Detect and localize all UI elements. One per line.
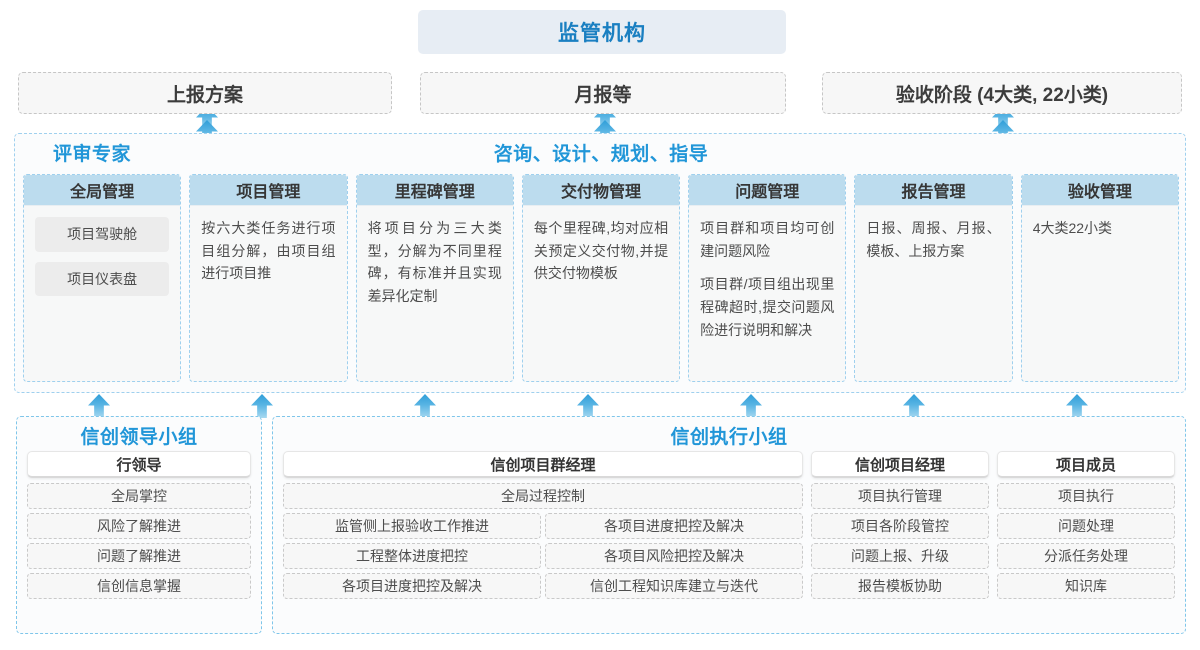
lane-program-manager: 信创项目群经理 全局过程控制 监管侧上报验收工作推进 各项目进度把控及解决 工程… — [283, 451, 803, 599]
list-item[interactable]: 信创工程知识库建立与迭代 — [545, 573, 803, 599]
column-header: 报告管理 — [855, 175, 1012, 206]
arrow-up-icon-bottom-to-col-1 — [88, 394, 110, 418]
list-item[interactable]: 工程整体进度把控 — [283, 543, 541, 569]
list-item[interactable]: 各项目风险把控及解决 — [545, 543, 803, 569]
column-body: 项目群和项目均可创建问题风险 项目群/项目组出现里程碑超时,提交问题风险进行说明… — [689, 206, 845, 341]
column-paragraph: 日报、周报、月报、模板、上报方案 — [866, 220, 1001, 259]
regulator-label: 监管机构 — [558, 22, 646, 45]
chip-item[interactable]: 项目驾驶舱 — [35, 217, 170, 252]
project-member-duty-list: 项目执行 问题处理 分派任务处理 知识库 — [997, 483, 1175, 599]
role-title-row: 评审专家 咨询、设计、规划、指导 — [15, 134, 1185, 168]
capability-column-project-management[interactable]: 项目管理 按六大类任务进行项目组分解，由项目组进行项目推 — [189, 174, 348, 382]
column-body: 将项目分为三大类型，分解为不同里程碑，有标准并且实现差异化定制 — [357, 206, 513, 308]
top-box-monthly-report: 月报等 — [420, 72, 786, 114]
column-body: 每个里程碑,均对应相关预定义交付物,并提供交付物模板 — [523, 206, 679, 285]
execution-group-panel: 信创执行小组 信创项目群经理 全局过程控制 监管侧上报验收工作推进 各项目进度把… — [272, 416, 1186, 634]
list-item[interactable]: 全局掌控 — [27, 483, 251, 509]
platform-capability-panel: 评审专家 咨询、设计、规划、指导 全局管理 项目驾驶舱 项目仪表盘 项目管理 按… — [14, 133, 1186, 393]
column-header: 项目管理 — [190, 175, 347, 206]
leadership-group-panel: 信创领导小组 行领导 全局掌控 风险了解推进 问题了解推进 信创信息掌握 — [16, 416, 262, 634]
list-item[interactable]: 项目各阶段管控 — [811, 513, 989, 539]
top-box-report-plan: 上报方案 — [18, 72, 392, 114]
execution-group-title: 信创执行小组 — [670, 427, 788, 448]
column-body: 项目驾驶舱 项目仪表盘 — [24, 206, 180, 297]
capability-column-issue-management[interactable]: 问题管理 项目群和项目均可创建问题风险 项目群/项目组出现里程碑超时,提交问题风… — [688, 174, 847, 382]
list-item[interactable]: 项目执行 — [997, 483, 1175, 509]
arrow-up-icon-bottom-to-col-3 — [414, 394, 436, 418]
lane-head-project-manager: 信创项目经理 — [811, 451, 989, 478]
column-header: 验收管理 — [1021, 175, 1178, 206]
top-box-monthly-report-label: 月报等 — [574, 84, 632, 106]
capability-column-report-management[interactable]: 报告管理 日报、周报、月报、模板、上报方案 — [854, 174, 1013, 382]
top-box-report-plan-label: 上报方案 — [166, 84, 243, 106]
list-item[interactable]: 问题上报、升级 — [811, 543, 989, 569]
column-paragraph: 按六大类任务进行项目组分解，由项目组进行项目推 — [201, 220, 336, 282]
list-item[interactable]: 问题了解推进 — [27, 543, 251, 569]
list-item[interactable]: 各项目进度把控及解决 — [283, 573, 541, 599]
arrow-up-icon-bottom-to-col-4 — [577, 394, 599, 418]
column-header: 交付物管理 — [522, 175, 680, 206]
column-body: 按六大类任务进行项目组分解，由项目组进行项目推 — [190, 206, 346, 285]
list-item[interactable]: 分派任务处理 — [997, 543, 1175, 569]
list-item[interactable]: 监管侧上报验收工作推进 — [283, 513, 541, 539]
capability-columns: 全局管理 项目驾驶舱 项目仪表盘 项目管理 按六大类任务进行项目组分解，由项目组… — [23, 174, 1179, 382]
column-paragraph: 每个里程碑,均对应相关预定义交付物,并提供交付物模板 — [533, 220, 669, 282]
leadership-lane-head: 行领导 — [27, 451, 251, 478]
capability-column-milestone-management[interactable]: 里程碑管理 将项目分为三大类型，分解为不同里程碑，有标准并且实现差异化定制 — [355, 174, 514, 382]
column-paragraph: 项目群和项目均可创建问题风险 — [700, 220, 835, 259]
lane-head-project-member: 项目成员 — [997, 451, 1175, 478]
capability-column-acceptance-management[interactable]: 验收管理 4大类22小类 — [1020, 174, 1179, 382]
column-body: 日报、周报、月报、模板、上报方案 — [855, 206, 1011, 262]
top-box-acceptance-stage: 验收阶段 (4大类, 22小类) — [822, 72, 1182, 114]
arrow-up-icon-bottom-to-col-6 — [903, 394, 925, 418]
lane-project-manager: 信创项目经理 项目执行管理 项目各阶段管控 问题上报、升级 报告模板协助 — [811, 451, 989, 599]
project-manager-duty-list: 项目执行管理 项目各阶段管控 问题上报、升级 报告模板协助 — [811, 483, 989, 599]
list-item[interactable]: 知识库 — [997, 573, 1175, 599]
column-paragraph: 将项目分为三大类型，分解为不同里程碑，有标准并且实现差异化定制 — [367, 220, 502, 305]
top-deliverable-row: 上报方案 月报等 验收阶段 (4大类, 22小类) — [0, 72, 1200, 144]
column-body: 4大类22小类 — [1022, 206, 1178, 240]
capability-column-deliverable-management[interactable]: 交付物管理 每个里程碑,均对应相关预定义交付物,并提供交付物模板 — [521, 174, 681, 382]
leadership-group-title: 信创领导小组 — [80, 427, 198, 448]
column-header: 问题管理 — [689, 175, 846, 206]
arrow-up-icon-bottom-to-col-5 — [740, 394, 762, 418]
arrow-up-icon-bottom-to-col-2 — [251, 394, 273, 418]
top-box-acceptance-stage-label: 验收阶段 (4大类, 22小类) — [895, 84, 1109, 106]
regulator-box: 监管机构 — [418, 10, 786, 54]
program-manager-duty-grid: 监管侧上报验收工作推进 各项目进度把控及解决 工程整体进度把控 各项目风险把控及… — [283, 513, 803, 599]
list-item[interactable]: 风险了解推进 — [27, 513, 251, 539]
column-header: 里程碑管理 — [356, 175, 513, 206]
arrow-up-icon-bottom-to-col-7 — [1066, 394, 1088, 418]
list-item[interactable]: 问题处理 — [997, 513, 1175, 539]
column-paragraph: 项目群/项目组出现里程碑超时,提交问题风险进行说明和解决 — [700, 276, 835, 338]
column-paragraph: 4大类22小类 — [1032, 220, 1113, 236]
column-header: 全局管理 — [24, 175, 181, 206]
list-item[interactable]: 报告模板协助 — [811, 573, 989, 599]
capability-column-global-management[interactable]: 全局管理 项目驾驶舱 项目仪表盘 — [23, 174, 182, 382]
chip-item[interactable]: 项目仪表盘 — [35, 261, 170, 297]
role-title-review-expert: 评审专家 — [53, 144, 132, 165]
lane-project-member: 项目成员 项目执行 问题处理 分派任务处理 知识库 — [997, 451, 1175, 599]
list-item[interactable]: 全局过程控制 — [283, 483, 803, 509]
lane-head-program-manager: 信创项目群经理 — [283, 451, 803, 478]
role-title-consulting: 咨询、设计、规划、指导 — [493, 144, 709, 165]
list-item[interactable]: 信创信息掌握 — [27, 573, 251, 599]
list-item[interactable]: 各项目进度把控及解决 — [545, 513, 803, 539]
execution-lanes: 信创项目群经理 全局过程控制 监管侧上报验收工作推进 各项目进度把控及解决 工程… — [283, 451, 1175, 599]
list-item[interactable]: 项目执行管理 — [811, 483, 989, 509]
leadership-item-list: 全局掌控 风险了解推进 问题了解推进 信创信息掌握 — [27, 483, 251, 599]
